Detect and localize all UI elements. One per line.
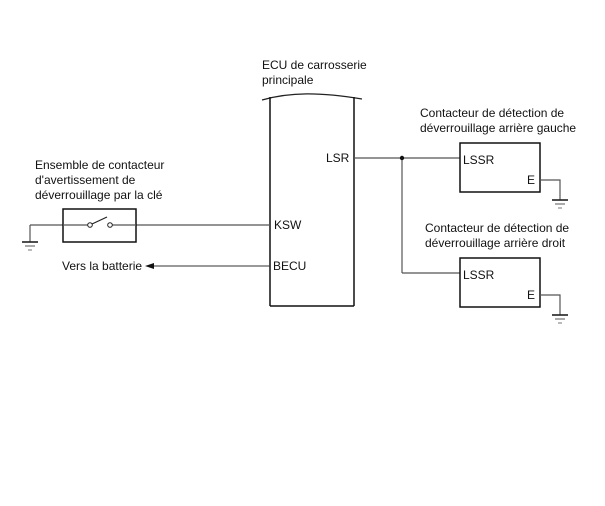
- left-rear-switch-title-line2: déverrouillage arrière gauche: [420, 121, 577, 135]
- ecu-break-line: [261, 93, 363, 101]
- right-rear-switch-pin-e: E: [527, 288, 536, 302]
- right-rear-switch-pin-lssr: LSSR: [463, 268, 495, 282]
- lsr-wire: [354, 155, 460, 274]
- left-rear-switch-pin-lssr: LSSR: [463, 153, 495, 167]
- switch-icon: [87, 216, 113, 228]
- right-rear-switch-box: [459, 257, 568, 324]
- ecu-title-line2: principale: [262, 73, 314, 87]
- arrow-left-icon: [145, 263, 154, 269]
- ground-icon: [552, 199, 568, 209]
- key-switch-box: [22, 208, 270, 251]
- battery-label: Vers la batterie: [62, 259, 143, 273]
- ecu-pin-lsr: LSR: [326, 151, 350, 165]
- left-rear-switch-pin-e: E: [527, 173, 536, 187]
- ecu-title-line1: ECU de carrosserie: [262, 58, 367, 72]
- key-switch-title-line2: d'avertissement de: [35, 173, 136, 187]
- battery-arrow: [145, 263, 270, 269]
- ecu-pin-becu: BECU: [273, 259, 307, 273]
- junction-dot: [399, 155, 405, 161]
- right-rear-switch-title-line1: Contacteur de détection de: [425, 221, 570, 235]
- ecu-pin-ksw: KSW: [274, 218, 302, 232]
- ground-icon: [552, 314, 568, 324]
- ecu-box: [261, 93, 363, 307]
- left-rear-switch-title-line1: Contacteur de détection de: [420, 106, 565, 120]
- right-rear-switch-title-line2: déverrouillage arrière droit: [425, 236, 566, 250]
- key-switch-title-line1: Ensemble de contacteur: [35, 158, 165, 172]
- ground-icon: [22, 241, 38, 251]
- key-switch-title-line3: déverrouillage par la clé: [35, 188, 163, 202]
- left-rear-switch-box: [459, 142, 568, 209]
